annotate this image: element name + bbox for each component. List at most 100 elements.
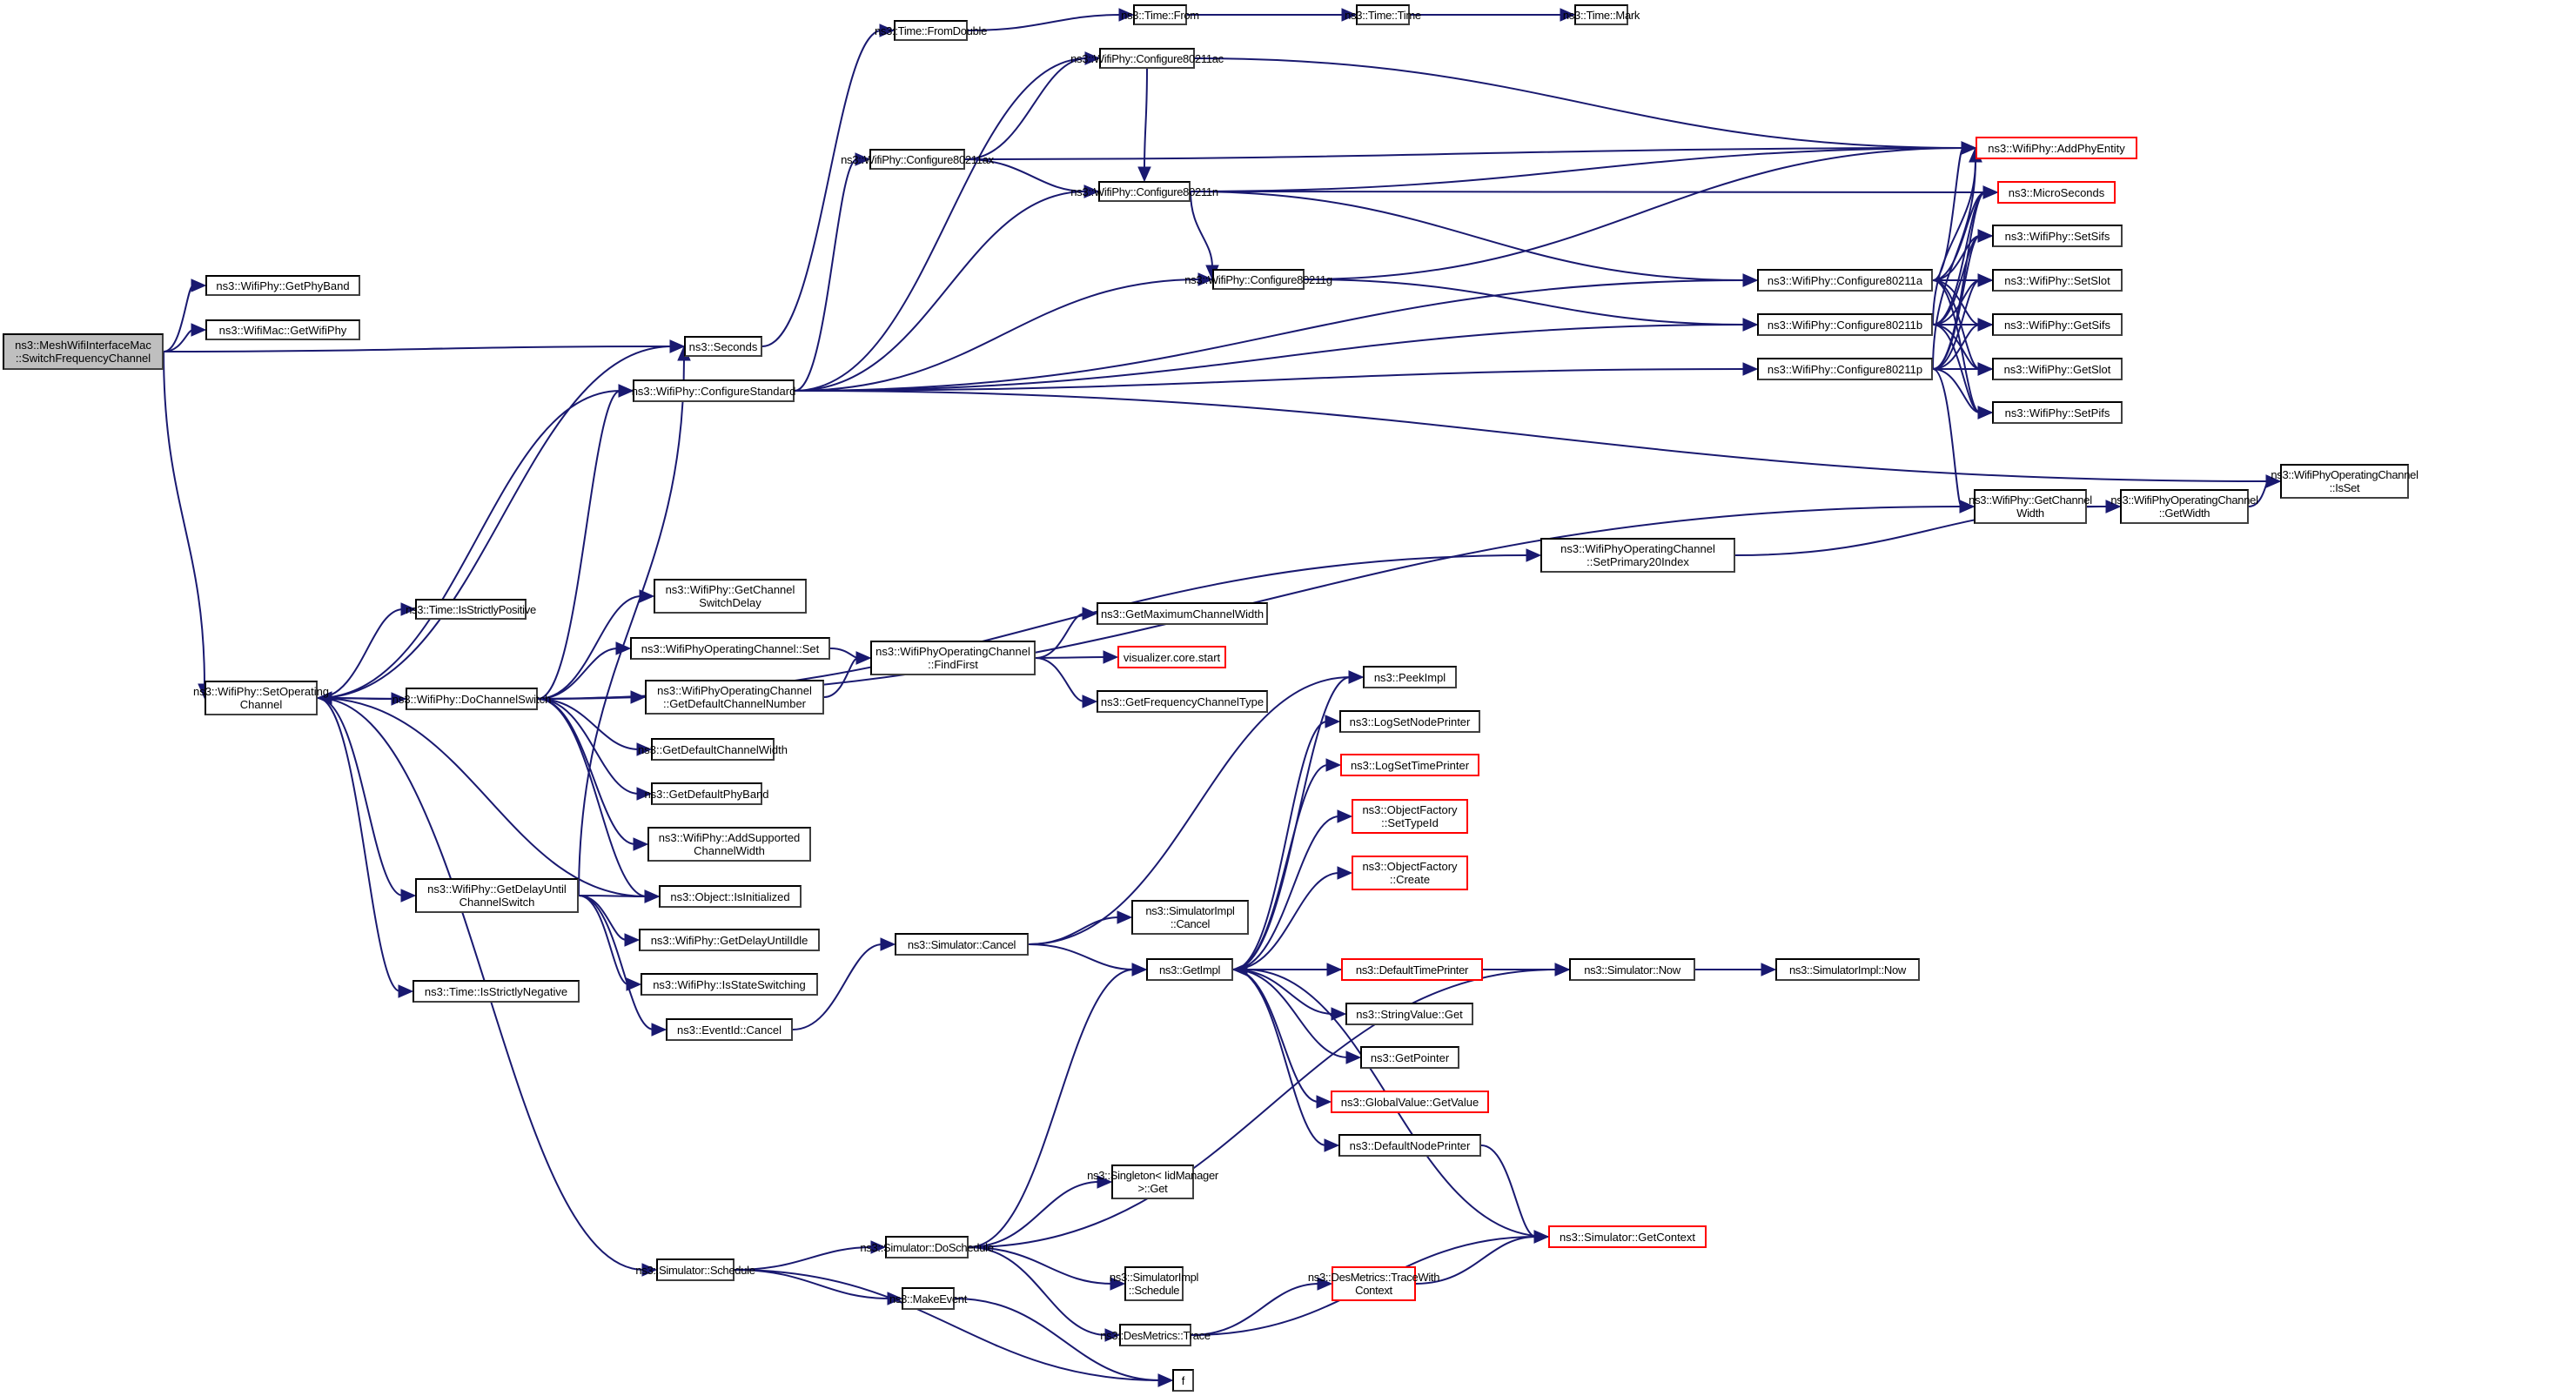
node-c80211a[interactable]: ns3::WifiPhy::Configure80211a <box>1757 269 1933 292</box>
node-getdelayuntilidle[interactable]: ns3::WifiPhy::GetDelayUntilIdle <box>639 929 820 951</box>
node-time[interactable]: ns3::Time::Time <box>1345 4 1421 25</box>
edge-simcancel-to-peekimpl <box>1028 676 1352 945</box>
node-f[interactable]: f <box>1172 1369 1194 1392</box>
node-microseconds[interactable]: ns3::MicroSeconds <box>1997 181 2116 204</box>
node-stringvalueget[interactable]: ns3::StringValue::Get <box>1345 1003 1473 1025</box>
edge-dochannelswitch-to-configstd <box>537 390 621 700</box>
node-addphyentity[interactable]: ns3::WifiPhy::AddPhyEntity <box>1976 137 2137 159</box>
node-getdefphyband[interactable]: ns3::GetDefaultPhyBand <box>644 782 769 805</box>
node-from[interactable]: ns3::Time::From <box>1121 4 1199 25</box>
node-doschedule[interactable]: ns3::Simulator::DoSchedule <box>860 1236 994 1258</box>
node-setpifs[interactable]: ns3::WifiPhy::SetPifs <box>1992 401 2123 424</box>
node-isstateswitching[interactable]: ns3::WifiPhy::IsStateSwitching <box>641 973 818 996</box>
arrowhead-icon <box>636 742 653 756</box>
node-makeevent[interactable]: ns3::MakeEvent <box>889 1287 967 1310</box>
node-mark[interactable]: ns3::Time::Mark <box>1563 4 1640 25</box>
node-getfreqchtype[interactable]: ns3::GetFrequencyChannelType <box>1097 690 1268 713</box>
edge-c80211g-to-addphyentity <box>1304 147 1964 280</box>
edge-root-to-seconds <box>163 346 673 352</box>
node-getchannelswitchdelay[interactable]: ns3::WifiPhy::GetChannel SwitchDelay <box>654 579 807 614</box>
node-setoperating[interactable]: ns3::WifiPhy::SetOperating Channel <box>193 681 329 715</box>
node-dochannelswitch[interactable]: ns3::WifiPhy::DoChannelSwitch <box>392 688 551 710</box>
node-singletonget[interactable]: ns3::Singleton< IidManager >::Get <box>1087 1164 1218 1199</box>
node-logsettimeprinter[interactable]: ns3::LogSetTimePrinter <box>1340 754 1479 776</box>
node-getcontext[interactable]: ns3::Simulator::GetContext <box>1548 1225 1707 1248</box>
node-ofsettypeid[interactable]: ns3::ObjectFactory ::SetTypeId <box>1352 799 1468 834</box>
edge-setoperating-to-isinitialized <box>317 697 647 897</box>
node-peekimpl[interactable]: ns3::PeekImpl <box>1363 666 1457 688</box>
node-getdefchwidth[interactable]: ns3::GetDefaultChannelWidth <box>638 738 788 761</box>
node-setprimary20[interactable]: ns3::WifiPhyOperatingChannel ::SetPrimar… <box>1540 538 1735 573</box>
node-configstd[interactable]: ns3::WifiPhy::ConfigureStandard <box>632 379 795 402</box>
node-getpointer[interactable]: ns3::GetPointer <box>1360 1046 1459 1069</box>
node-logsetnodeprinter[interactable]: ns3::LogSetNodePrinter <box>1339 710 1480 733</box>
arrowhead-icon <box>855 651 872 665</box>
arrowhead-icon <box>1084 51 1101 65</box>
node-ofcreate[interactable]: ns3::ObjectFactory ::Create <box>1352 856 1468 890</box>
node-getslot[interactable]: ns3::WifiPhy::GetSlot <box>1992 358 2123 380</box>
node-getdelayuntilcs[interactable]: ns3::WifiPhy::GetDelayUntil ChannelSwitc… <box>415 878 579 913</box>
node-c80211ax[interactable]: ns3::WifiPhy::Configure80211ax <box>841 149 994 170</box>
node-isset[interactable]: ns3::WifiPhyOperatingChannel ::IsSet <box>2271 464 2418 499</box>
edge-getdelayuntilcs-to-isstateswitching <box>578 895 629 985</box>
node-eventidcancel[interactable]: ns3::EventId::Cancel <box>666 1018 793 1041</box>
edge-dochannelswitch-to-setoperating <box>329 697 406 700</box>
node-getdefchnum[interactable]: ns3::WifiPhyOperatingChannel ::GetDefaul… <box>645 680 824 715</box>
arrowhead-icon <box>651 1023 667 1037</box>
node-getphyband[interactable]: ns3::WifiPhy::GetPhyBand <box>205 275 360 296</box>
edge-getdelayuntilcs-to-getdelayuntilidle <box>578 895 627 941</box>
node-c80211p[interactable]: ns3::WifiPhy::Configure80211p <box>1757 358 1933 380</box>
edge-c80211p-to-getchannelwidth <box>1932 368 1962 507</box>
node-simimplnow[interactable]: ns3::SimulatorImpl::Now <box>1775 958 1920 981</box>
edge-setoperating-to-isstrictlypositive <box>317 608 404 699</box>
node-isinitialized[interactable]: ns3::Object::IsInitialized <box>659 885 802 908</box>
node-setslot[interactable]: ns3::WifiPhy::SetSlot <box>1992 269 2123 292</box>
node-findfirst[interactable]: ns3::WifiPhyOperatingChannel ::FindFirst <box>870 641 1036 675</box>
arrowhead-icon <box>1325 758 1342 772</box>
node-getwidth[interactable]: ns3::WifiPhyOperatingChannel ::GetWidth <box>2110 489 2258 524</box>
arrowhead-icon <box>1742 318 1759 332</box>
node-root[interactable]: ns3::MeshWifiInterfaceMac ::SwitchFreque… <box>3 333 164 370</box>
node-seconds[interactable]: ns3::Seconds <box>684 336 762 357</box>
node-simimplschedule[interactable]: ns3::SimulatorImpl ::Schedule <box>1110 1266 1198 1301</box>
edge-c80211ax-to-c80211ac <box>964 57 1088 160</box>
node-simschedule[interactable]: ns3::Simulator::Schedule <box>635 1258 755 1281</box>
arrowhead-icon <box>624 933 641 947</box>
node-simcancel[interactable]: ns3::Simulator::Cancel <box>895 933 1029 956</box>
edge-simcancel-to-simimplcancel <box>1028 916 1120 945</box>
edge-c80211ax-to-c80211n <box>964 158 1087 192</box>
arrowhead-icon <box>400 602 417 616</box>
node-isstrictlypositive[interactable]: ns3::Time::IsStrictlyPositive <box>406 599 536 620</box>
node-getmaxchwidth[interactable]: ns3::GetMaximumChannelWidth <box>1097 602 1268 625</box>
node-vizstart[interactable]: visualizer.core.start <box>1117 646 1226 668</box>
edge-configstd-to-c80211b <box>794 324 1746 392</box>
edge-c80211n-to-addphyentity <box>1190 147 1964 192</box>
node-opchset[interactable]: ns3::WifiPhyOperatingChannel::Set <box>630 637 830 660</box>
node-c80211b[interactable]: ns3::WifiPhy::Configure80211b <box>1757 313 1933 336</box>
arrowhead-icon <box>1083 185 1100 198</box>
node-globalvalue[interactable]: ns3::GlobalValue::GetValue <box>1331 1091 1489 1113</box>
node-c80211n[interactable]: ns3::WifiPhy::Configure80211n <box>1070 181 1218 202</box>
node-defnodeprinter[interactable]: ns3::DefaultNodePrinter <box>1338 1134 1481 1157</box>
node-setsifs[interactable]: ns3::WifiPhy::SetSifs <box>1992 225 2123 247</box>
node-tracewithctx[interactable]: ns3::DesMetrics::TraceWith Context <box>1308 1266 1439 1301</box>
node-fromdouble[interactable]: ns3::Time::FromDouble <box>875 20 987 41</box>
arrowhead-icon <box>1977 318 1994 332</box>
arrowhead-icon <box>1082 695 1098 708</box>
node-getsifs[interactable]: ns3::WifiPhy::GetSifs <box>1992 313 2123 336</box>
node-c80211ac[interactable]: ns3::WifiPhy::Configure80211ac <box>1070 48 1224 69</box>
edge-fromdouble-to-from <box>967 14 1122 31</box>
node-getimpl[interactable]: ns3::GetImpl <box>1146 958 1233 981</box>
node-deftimeprinter[interactable]: ns3::DefaultTimePrinter <box>1341 958 1483 981</box>
node-addsupported[interactable]: ns3::WifiPhy::AddSupported ChannelWidth <box>647 827 811 862</box>
node-getwifiphy[interactable]: ns3::WifiMac::GetWifiPhy <box>205 319 360 340</box>
node-simimplcancel[interactable]: ns3::SimulatorImpl ::Cancel <box>1131 900 1249 935</box>
node-isstrictlynegative[interactable]: ns3::Time::IsStrictlyNegative <box>413 980 580 1003</box>
edge-dochannelswitch-to-getdefchnum <box>537 696 634 700</box>
node-desmetricstrace[interactable]: ns3::DesMetrics::Trace <box>1100 1324 1211 1346</box>
node-simnow[interactable]: ns3::Simulator::Now <box>1569 958 1695 981</box>
node-getchannelwidth[interactable]: ns3::WifiPhy::GetChannel Width <box>1969 489 2092 524</box>
arrowhead-icon <box>1982 185 1999 199</box>
edge-setoperating-to-isstrictlynegative <box>317 697 401 992</box>
node-c80211g[interactable]: ns3::WifiPhy::Configure80211g <box>1184 269 1332 290</box>
